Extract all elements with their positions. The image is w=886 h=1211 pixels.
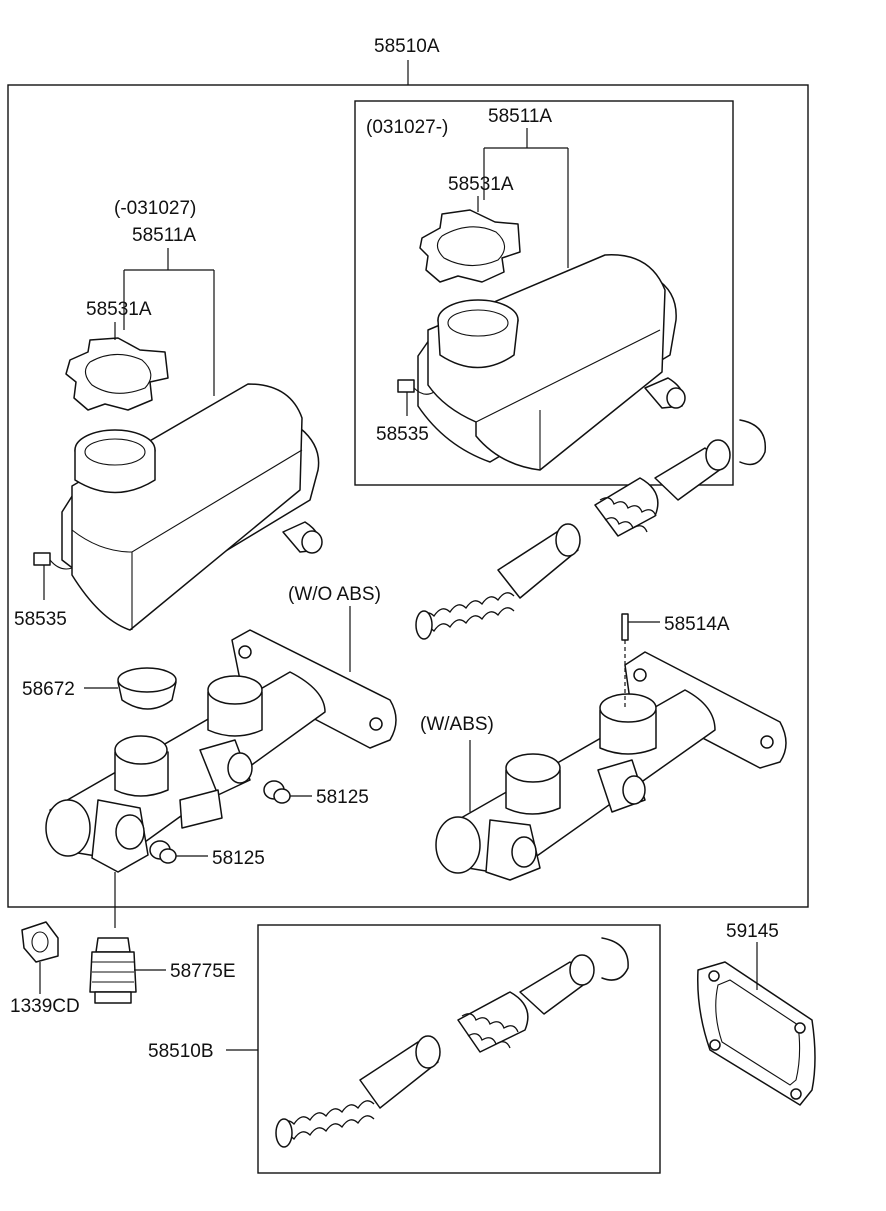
label-without-abs: (W/O ABS): [288, 584, 381, 605]
label-plug-upper: 58125: [316, 787, 369, 808]
outlet-fitting[interactable]: [89, 937, 137, 1004]
left-level-sensor[interactable]: [33, 552, 73, 600]
right-reservoir-cap[interactable]: [419, 209, 521, 283]
right-level-sensor[interactable]: [397, 379, 435, 416]
master-cylinder-without-abs[interactable]: [45, 629, 397, 873]
label-grommet: 58672: [22, 679, 75, 700]
right-reservoir-box: [354, 100, 734, 486]
label-left-sensor: 58535: [14, 609, 67, 630]
left-reservoir[interactable]: [61, 383, 323, 631]
label-assembly: 58510A: [374, 36, 440, 57]
master-cylinder-with-abs[interactable]: [435, 651, 787, 881]
label-nut: 1339CD: [10, 996, 80, 1017]
piston-kit-box: [257, 924, 661, 1174]
stop-pin[interactable]: [621, 613, 660, 708]
label-right-reservoir: 58511A: [488, 106, 552, 127]
cover-gasket[interactable]: [697, 961, 816, 1106]
reservoir-grommet[interactable]: [117, 667, 177, 710]
label-with-abs: (W/ABS): [420, 714, 494, 735]
upper-piston-set[interactable]: [415, 419, 767, 640]
label-left-cap: 58531A: [86, 299, 152, 320]
label-left-date-range: (-031027): [114, 198, 196, 219]
plug-upper[interactable]: [263, 780, 291, 804]
label-plug-lower: 58125: [212, 848, 265, 869]
label-fitting: 58775E: [170, 961, 236, 982]
label-piston-kit: 58510B: [148, 1041, 214, 1062]
label-right-date-range: (031027-): [366, 117, 448, 138]
plug-lower[interactable]: [149, 840, 177, 864]
piston-kit-parts[interactable]: [275, 937, 629, 1148]
label-pin: 58514A: [664, 614, 730, 635]
label-gasket: 59145: [726, 921, 779, 942]
label-right-sensor: 58535: [376, 424, 429, 445]
right-reservoir[interactable]: [417, 254, 686, 471]
flare-nut[interactable]: [21, 921, 59, 963]
label-left-reservoir: 58511A: [132, 225, 196, 246]
label-right-cap: 58531A: [448, 174, 514, 195]
left-reservoir-cap[interactable]: [65, 337, 169, 411]
